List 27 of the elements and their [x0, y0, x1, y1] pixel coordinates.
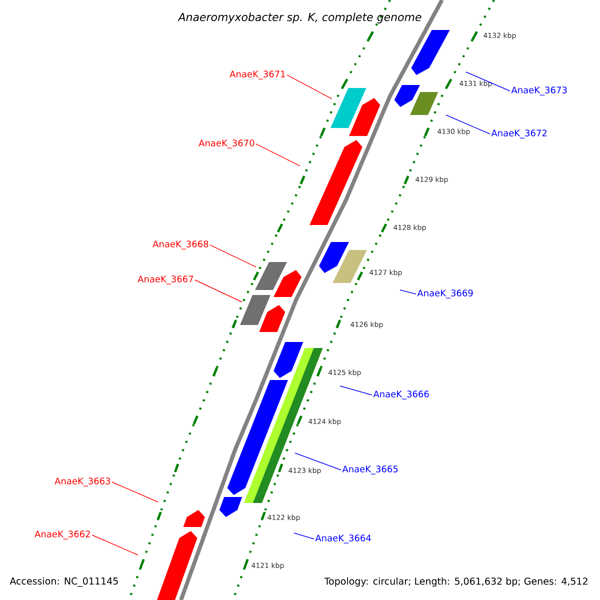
gene-label: AnaeK_3669: [417, 290, 473, 298]
title: Anaeromyxobacter sp. K, complete genome: [178, 12, 422, 24]
leader-line: [92, 534, 138, 556]
leader-line: [466, 72, 510, 92]
gene-label: AnaeK_3671: [230, 70, 285, 80]
gene-label: AnaeK_3663: [54, 478, 110, 486]
gene-label: AnaeK_3673: [511, 86, 567, 96]
leader-line: [194, 280, 242, 302]
gene-label: AnaeK_3667: [138, 276, 194, 284]
gene-label: AnaeK_3662: [34, 530, 90, 540]
leader-line: [286, 74, 332, 100]
leader-line: [210, 244, 256, 268]
leader-line: [294, 532, 314, 540]
leader-line: [112, 482, 158, 502]
gene-label: AnaeK_3665: [342, 466, 398, 474]
footer-text: Topology: circular; Length: 5,061,632 bp; Genes: 4,512: [322, 576, 590, 588]
gene-label: AnaeK_3672: [491, 130, 547, 138]
gene-label: AnaeK_3670: [198, 140, 254, 148]
gene-label: AnaeK_3664: [315, 534, 371, 544]
leader-line: [256, 144, 300, 166]
gene-label: AnaeK_3668: [152, 240, 208, 250]
leader-line: [340, 386, 372, 396]
leader-line: [400, 290, 416, 294]
leader-line: [294, 452, 342, 470]
leader-line: [446, 114, 490, 134]
footer-text: Accession: NC_011145: [8, 576, 120, 588]
gene-label: AnaeK_3666: [373, 390, 429, 400]
